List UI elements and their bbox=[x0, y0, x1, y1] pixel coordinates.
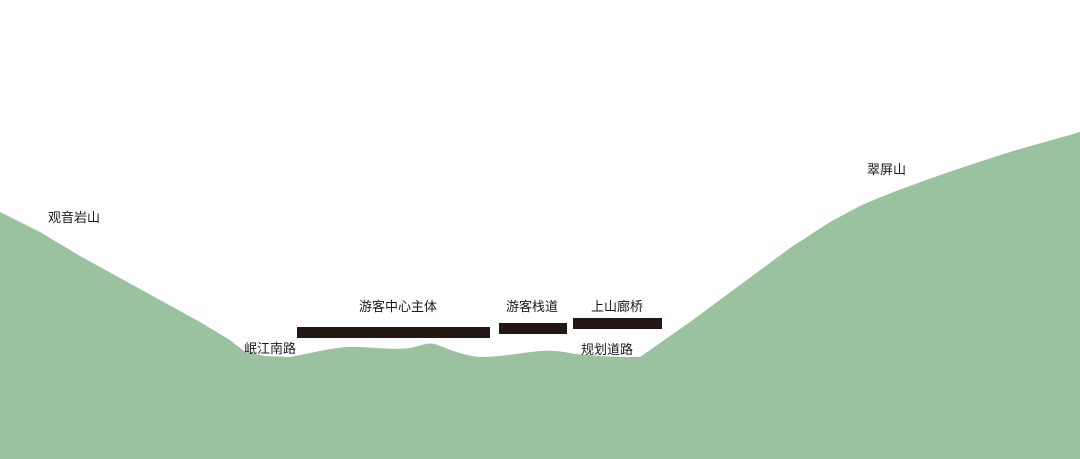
guanyinyan-mountain-label: 观音岩山 bbox=[48, 210, 100, 226]
visitor-plankway-label: 游客栈道 bbox=[506, 299, 558, 315]
planned-road-label: 规划道路 bbox=[581, 342, 633, 358]
mountain-corridor-bridge-structure bbox=[573, 318, 662, 329]
visitor-center-main-structure bbox=[297, 327, 490, 338]
mountain-corridor-bridge-label: 上山廊桥 bbox=[591, 299, 643, 315]
visitor-plankway-structure bbox=[499, 323, 567, 334]
cuiping-mountain-label: 翠屏山 bbox=[867, 163, 906, 178]
minjiang-south-road-label: 岷江南路 bbox=[244, 341, 296, 357]
visitor-center-main-label: 游客中心主体 bbox=[359, 299, 437, 315]
terrain-profile bbox=[0, 132, 1080, 459]
